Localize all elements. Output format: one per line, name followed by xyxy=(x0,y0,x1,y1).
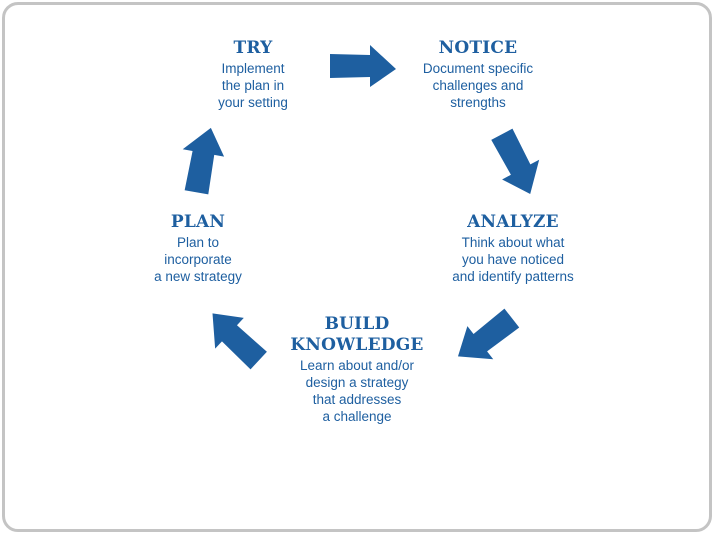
step-notice: NOTICE Document specific challenges and … xyxy=(403,38,553,111)
step-build-knowledge-title: BUILD KNOWLEDGE xyxy=(290,314,424,355)
step-try-title: TRY xyxy=(233,38,273,58)
step-try: TRY Implement the plan in your setting xyxy=(193,38,313,111)
slide-frame xyxy=(2,2,712,532)
step-plan-title: PLAN xyxy=(170,212,226,232)
step-notice-title: NOTICE xyxy=(438,38,518,58)
step-plan: PLAN Plan to incorporate a new strategy xyxy=(133,212,263,285)
step-try-description: Implement the plan in your setting xyxy=(218,61,288,110)
arrow-plan-to-try xyxy=(182,127,225,195)
step-build-knowledge: BUILD KNOWLEDGE Learn about and/or desig… xyxy=(277,314,437,425)
arrow-notice-to-analyze xyxy=(491,128,540,194)
arrow-try-to-notice xyxy=(330,45,396,87)
step-notice-description: Document specific challenges and strengt… xyxy=(422,61,534,110)
step-analyze: ANALYZE Think about what you have notice… xyxy=(433,212,593,285)
step-analyze-description: Think about what you have noticed and id… xyxy=(452,235,574,284)
step-build-knowledge-description: Learn about and/or design a strategy tha… xyxy=(299,358,415,424)
step-analyze-title: ANALYZE xyxy=(467,212,559,232)
step-plan-description: Plan to incorporate a new strategy xyxy=(154,235,242,284)
arrow-build-to-plan xyxy=(212,313,267,370)
arrow-analyze-to-build xyxy=(457,308,520,360)
